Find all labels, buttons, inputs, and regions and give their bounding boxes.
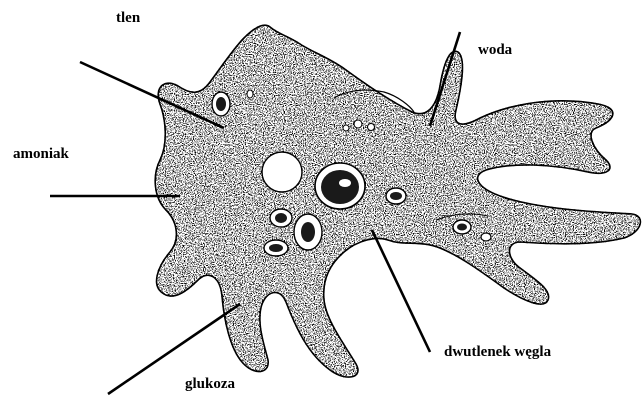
nucleolus (339, 179, 351, 187)
label-glukoza: glukoza (185, 377, 235, 392)
label-dwutlenek-wegla: dwutlenek węgla (444, 345, 551, 360)
food-vacuole-1-core (216, 97, 226, 111)
vesicle-small (247, 90, 253, 98)
line-dwutlenek (372, 230, 430, 352)
label-tlen: tlen (116, 11, 140, 26)
vesicle-top-3 (343, 125, 349, 131)
label-woda: woda (478, 43, 512, 58)
nucleus-core (321, 170, 359, 204)
vesicle-top-1 (354, 120, 362, 128)
contractile-vacuole (262, 152, 302, 192)
vesicle-top-2 (368, 124, 375, 131)
vesicle-right (481, 233, 491, 241)
label-amoniak: amoniak (13, 147, 69, 162)
